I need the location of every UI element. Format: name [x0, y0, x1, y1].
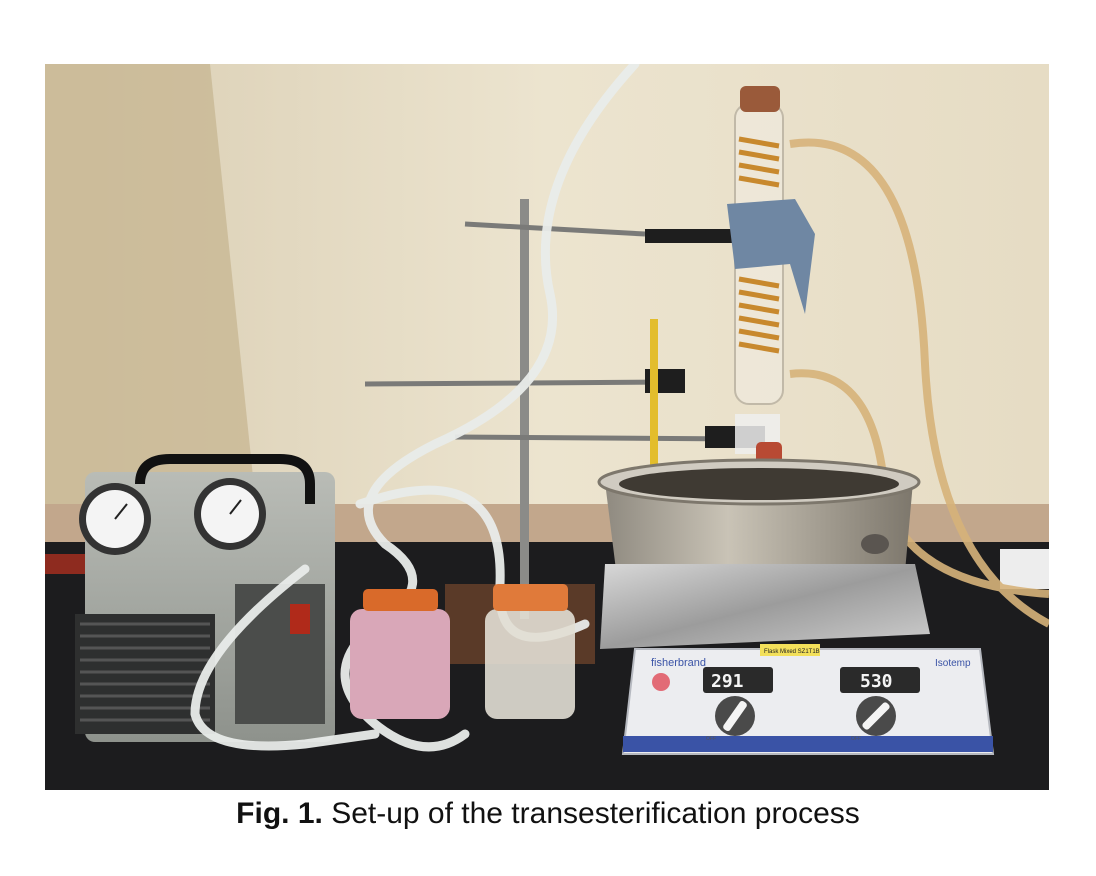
hotplate-stirrer: fisherbrand Isotemp Flask Mixed SZ1T1B 2…: [621, 644, 995, 755]
hotplate-left-knob-label: OFF: [706, 736, 716, 742]
wall-shadow: [45, 64, 260, 544]
hotplate-right-knob-label: OFF: [851, 736, 861, 742]
figure-label: Fig. 1.: [236, 797, 323, 830]
figure-caption-text: Set-up of the transesterification proces…: [322, 797, 860, 830]
lab-setup-photo: fisherbrand Isotemp Flask Mixed SZ1T1B 2…: [45, 64, 1049, 790]
aluminium-foil: [600, 564, 930, 649]
vacuum-pump: [45, 454, 335, 742]
hotplate-brand: fisherbrand: [651, 657, 706, 669]
hotplate-sticker: Flask Mixed SZ1T1B: [764, 649, 820, 655]
figure-caption: Fig. 1. Set-up of the transesterificatio…: [0, 794, 1096, 833]
hotplate-speed-display: 530: [860, 671, 893, 692]
paper-sheet: [1000, 549, 1049, 589]
glass-jar: [485, 584, 575, 719]
reflux-condenser: [727, 86, 815, 405]
silica-gel-jar: [350, 589, 450, 719]
thermometer: [650, 319, 658, 494]
hotplate-model: Isotemp: [935, 658, 971, 669]
hotplate-temp-display: 291: [711, 671, 744, 692]
